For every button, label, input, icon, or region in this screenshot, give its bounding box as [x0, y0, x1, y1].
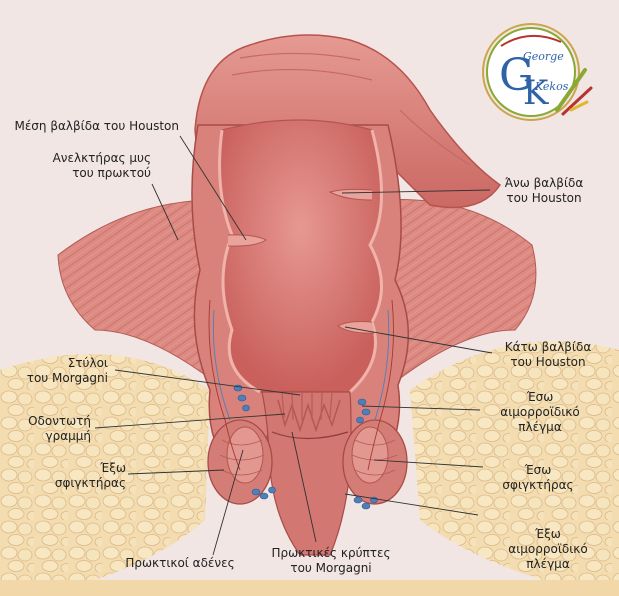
rectum-lumen: [218, 119, 383, 393]
mucosa-layer: [348, 129, 384, 394]
logo-ring-inner: [486, 27, 576, 117]
levator-ani-muscle: [57, 199, 226, 392]
fat-tissue-bottom: [0, 580, 619, 596]
label-line: Πρωκτικοί αδένες: [125, 556, 235, 570]
logo-letter-g: G: [499, 50, 534, 101]
label-line: Άνω βαλβίδα: [504, 176, 584, 190]
label-line: Κάτω βαλβίδα: [504, 340, 592, 354]
label-middle-houston-valve: Μέση βαλβίδα του Houston: [14, 119, 179, 134]
label-line: Μέση βαλβίδα του Houston: [14, 119, 179, 133]
fat-tissue-right: [410, 341, 619, 585]
label-line: Πρωκτικές κρύπτες: [271, 546, 391, 560]
leader-lines: [94, 135, 493, 556]
logo-ring-outer: [482, 23, 580, 121]
label-line: Έσω: [524, 463, 552, 477]
label-line: αιμορροϊδικό: [500, 405, 580, 419]
label-line: του Morgagni: [26, 371, 108, 385]
upper-houston-valve: [328, 188, 373, 201]
colon-fold: [231, 68, 373, 81]
medical-tool-icon: [561, 86, 593, 116]
mucosa-layer: [218, 129, 261, 394]
internal-hemorrhoidal-plexus: [233, 384, 371, 424]
colon-fold: [399, 109, 471, 166]
label-line: Ανελκτήρας μυς: [52, 151, 151, 165]
label-line: του πρωκτού: [72, 166, 151, 180]
fat-tissue: [0, 354, 210, 585]
label-anal-glands: Πρωκτικοί αδένες: [118, 556, 242, 571]
label-line: του Houston: [510, 355, 586, 369]
label-line: πλέγμα: [526, 557, 570, 571]
label-line: πλέγμα: [518, 420, 562, 434]
dentate-line: [271, 431, 349, 440]
blood-vessels: [208, 299, 394, 471]
colon-fold: [239, 52, 361, 61]
morgagni-columns: [281, 391, 333, 421]
medical-tool-icon: [569, 100, 589, 112]
label-line: αιμορροϊδικό: [508, 542, 588, 556]
medical-tool-icon: [555, 68, 587, 112]
logo-letter-k: K: [523, 73, 549, 113]
label-line: Οδοντωτή: [28, 414, 91, 428]
logo-swoosh: [500, 34, 562, 47]
levator-ani-muscle-right: [384, 199, 537, 392]
label-line: του Morgagni: [290, 561, 372, 575]
label-line: σφιγκτήρας: [54, 476, 126, 490]
label-line: γραμμή: [45, 429, 91, 443]
label-line: Έσω: [526, 390, 554, 404]
blood-vessels-blue: [212, 309, 390, 421]
label-line: σφιγκτήρας: [502, 478, 574, 492]
logo-text-top: George: [523, 50, 564, 63]
label-line: Έξω: [535, 527, 561, 541]
anal-canal-mucosa: [277, 399, 341, 433]
label-line: του Houston: [506, 191, 582, 205]
brand-logo: G K George Kekos: [482, 23, 593, 121]
logo-text-bottom: Kekos: [534, 80, 569, 93]
label-line: Έξω: [100, 461, 126, 475]
label-line: Στύλοι: [67, 356, 108, 370]
